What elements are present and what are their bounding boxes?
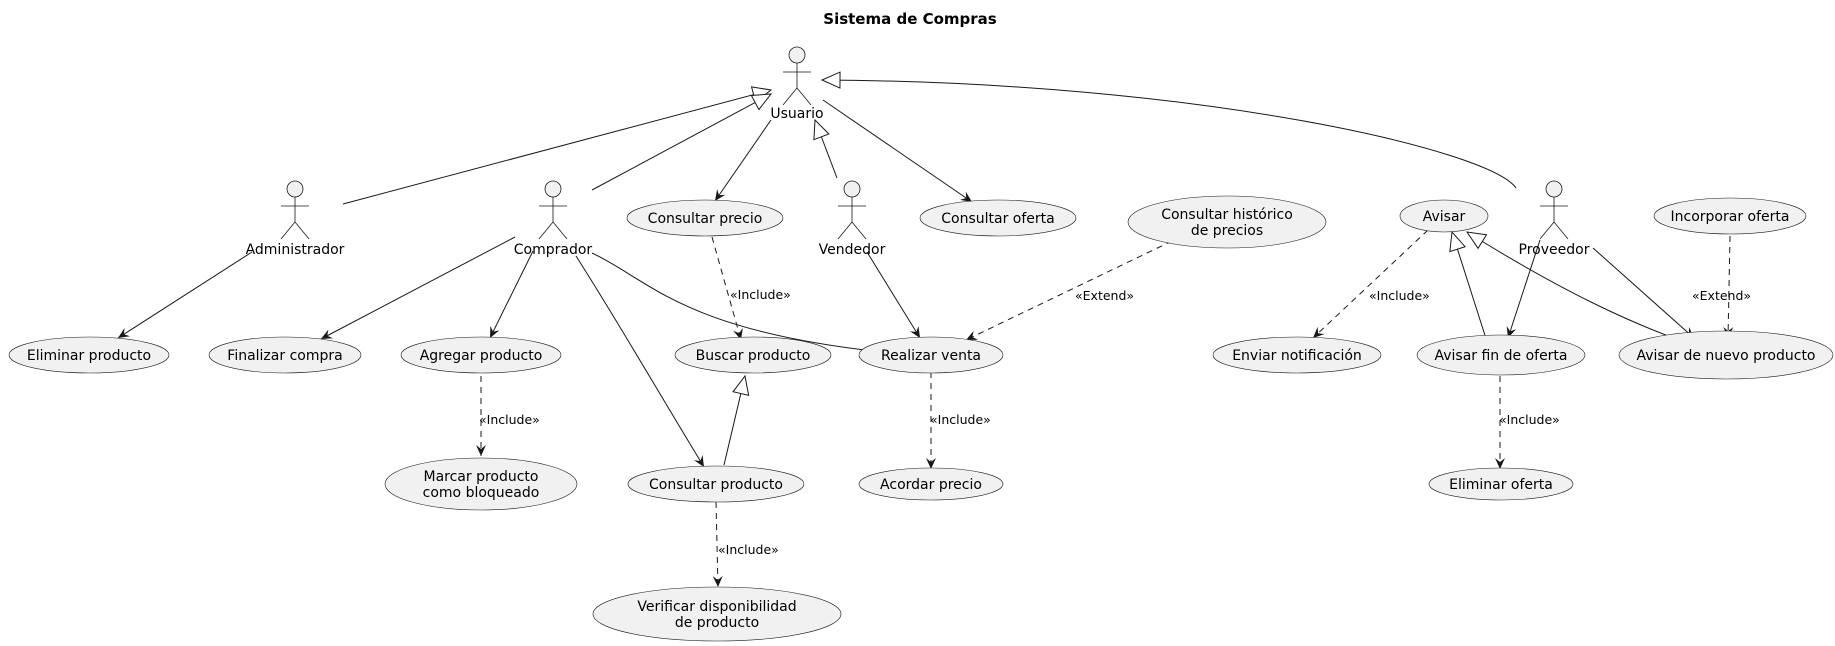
edge-vendedor-usuario bbox=[815, 120, 838, 179]
usecase-finalizar-compra[interactable]: Finalizar compra bbox=[208, 336, 362, 374]
actor-usuario[interactable] bbox=[782, 46, 812, 106]
usecase-label: Consultar oferta bbox=[941, 211, 1054, 227]
usecase-label: Eliminar producto bbox=[27, 348, 151, 364]
usecase-label: Buscar producto bbox=[696, 348, 811, 364]
edge-avisar-include-enviar bbox=[1312, 229, 1429, 339]
edge-vendedor-realizarventa bbox=[866, 251, 921, 339]
usecase-avisar-nuevo-producto[interactable]: Avisar de nuevo producto bbox=[1618, 330, 1834, 380]
label-include-1: «Include» bbox=[730, 287, 791, 302]
usecase-label: Avisar bbox=[1423, 209, 1466, 225]
usecase-label: Enviar notificación bbox=[1232, 348, 1362, 364]
usecase-avisar-fin-oferta[interactable]: Avisar fin de oferta bbox=[1416, 334, 1586, 376]
usecase-label: Consultar precio bbox=[648, 211, 763, 227]
label-include-6: «Include» bbox=[718, 542, 779, 557]
usecase-label: Consultar histórico bbox=[1161, 207, 1293, 223]
actor-label-comprador: Comprador bbox=[514, 242, 593, 258]
usecase-eliminar-producto[interactable]: Eliminar producto bbox=[8, 336, 170, 374]
edge-comprador-usuario bbox=[591, 94, 771, 191]
usecase-label: Incorporar oferta bbox=[1671, 209, 1790, 225]
usecase-label: Finalizar compra bbox=[227, 348, 342, 364]
usecase-label: Acordar precio bbox=[880, 477, 982, 493]
usecase-eliminar-oferta[interactable]: Eliminar oferta bbox=[1428, 467, 1574, 501]
diagram-title: Sistema de Compras bbox=[823, 10, 997, 28]
usecase-label: Agregar producto bbox=[420, 348, 543, 364]
actor-label-proveedor: Proveedor bbox=[1519, 242, 1590, 258]
label-include-5: «Include» bbox=[1499, 412, 1560, 427]
usecase-label: como bloqueado bbox=[423, 485, 540, 501]
usecase-enviar-notificacion[interactable]: Enviar notificación bbox=[1212, 336, 1382, 374]
usecase-consultar-precio[interactable]: Consultar precio bbox=[626, 199, 784, 237]
usecase-label: Realizar venta bbox=[881, 348, 981, 364]
actor-administrador[interactable] bbox=[280, 180, 310, 240]
edge-consultar-buscar bbox=[723, 376, 745, 466]
usecase-incorporar-oferta[interactable]: Incorporar oferta bbox=[1653, 197, 1807, 235]
edge-comprador-realizarventa bbox=[591, 252, 883, 356]
label-include-3: «Include» bbox=[479, 412, 540, 427]
usecase-agregar-producto[interactable]: Agregar producto bbox=[400, 336, 562, 374]
edge-precio-include-buscar bbox=[711, 236, 743, 341]
edge-comprador-consultarproducto bbox=[575, 255, 705, 468]
label-extend-1: «Extend» bbox=[1075, 288, 1134, 303]
usecase-label: Consultar producto bbox=[649, 477, 783, 493]
label-include-2: «Include» bbox=[1369, 288, 1430, 303]
actor-vendedor[interactable] bbox=[837, 180, 867, 240]
actor-label-vendedor: Vendedor bbox=[819, 242, 886, 258]
edge-usuario-consultaroferta bbox=[822, 99, 973, 203]
edge-historico-extend-venta bbox=[965, 240, 1173, 341]
usecase-consultar-producto[interactable]: Consultar producto bbox=[627, 465, 805, 503]
edge-usuario-consultarprecio bbox=[714, 119, 772, 202]
label-extend-2: «Extend» bbox=[1692, 288, 1751, 303]
edge-consultar-include-verificar bbox=[712, 501, 723, 588]
actor-comprador[interactable] bbox=[538, 180, 568, 240]
usecase-label: Avisar de nuevo producto bbox=[1636, 348, 1815, 364]
actor-label-administrador: Administrador bbox=[246, 242, 345, 258]
usecase-acordar-precio[interactable]: Acordar precio bbox=[858, 467, 1004, 501]
usecase-label: Eliminar oferta bbox=[1449, 477, 1553, 493]
usecase-consultar-oferta[interactable]: Consultar oferta bbox=[919, 199, 1077, 237]
edge-proveedor-usuario bbox=[822, 80, 1517, 189]
usecase-label: Avisar fin de oferta bbox=[1434, 348, 1567, 364]
usecase-label: de producto bbox=[675, 615, 759, 631]
edge-incorporar-extend-nuevo bbox=[1723, 235, 1734, 339]
usecase-label: de precios bbox=[1191, 223, 1263, 239]
usecase-buscar-producto[interactable]: Buscar producto bbox=[674, 336, 832, 374]
usecase-realizar-venta[interactable]: Realizar venta bbox=[858, 336, 1004, 374]
edge-admin-eliminarproducto bbox=[117, 251, 253, 339]
usecase-label: Marcar producto bbox=[423, 469, 538, 485]
edge-finoferta-avisar bbox=[1452, 232, 1490, 349]
edge-comprador-finalizarcompra bbox=[320, 236, 516, 340]
edge-proveedor-finoferta bbox=[1506, 239, 1541, 339]
label-include-4: «Include» bbox=[930, 412, 991, 427]
usecase-label: Verificar disponibilidad bbox=[637, 599, 796, 615]
usecase-avisar[interactable]: Avisar bbox=[1399, 199, 1489, 233]
edge-proveedor-nuevoproducto bbox=[1592, 247, 1695, 339]
edge-administrador-usuario bbox=[342, 90, 771, 205]
actor-label-usuario: Usuario bbox=[770, 106, 823, 122]
actor-proveedor[interactable] bbox=[1539, 180, 1569, 240]
edge-comprador-agregarproducto bbox=[489, 250, 534, 339]
